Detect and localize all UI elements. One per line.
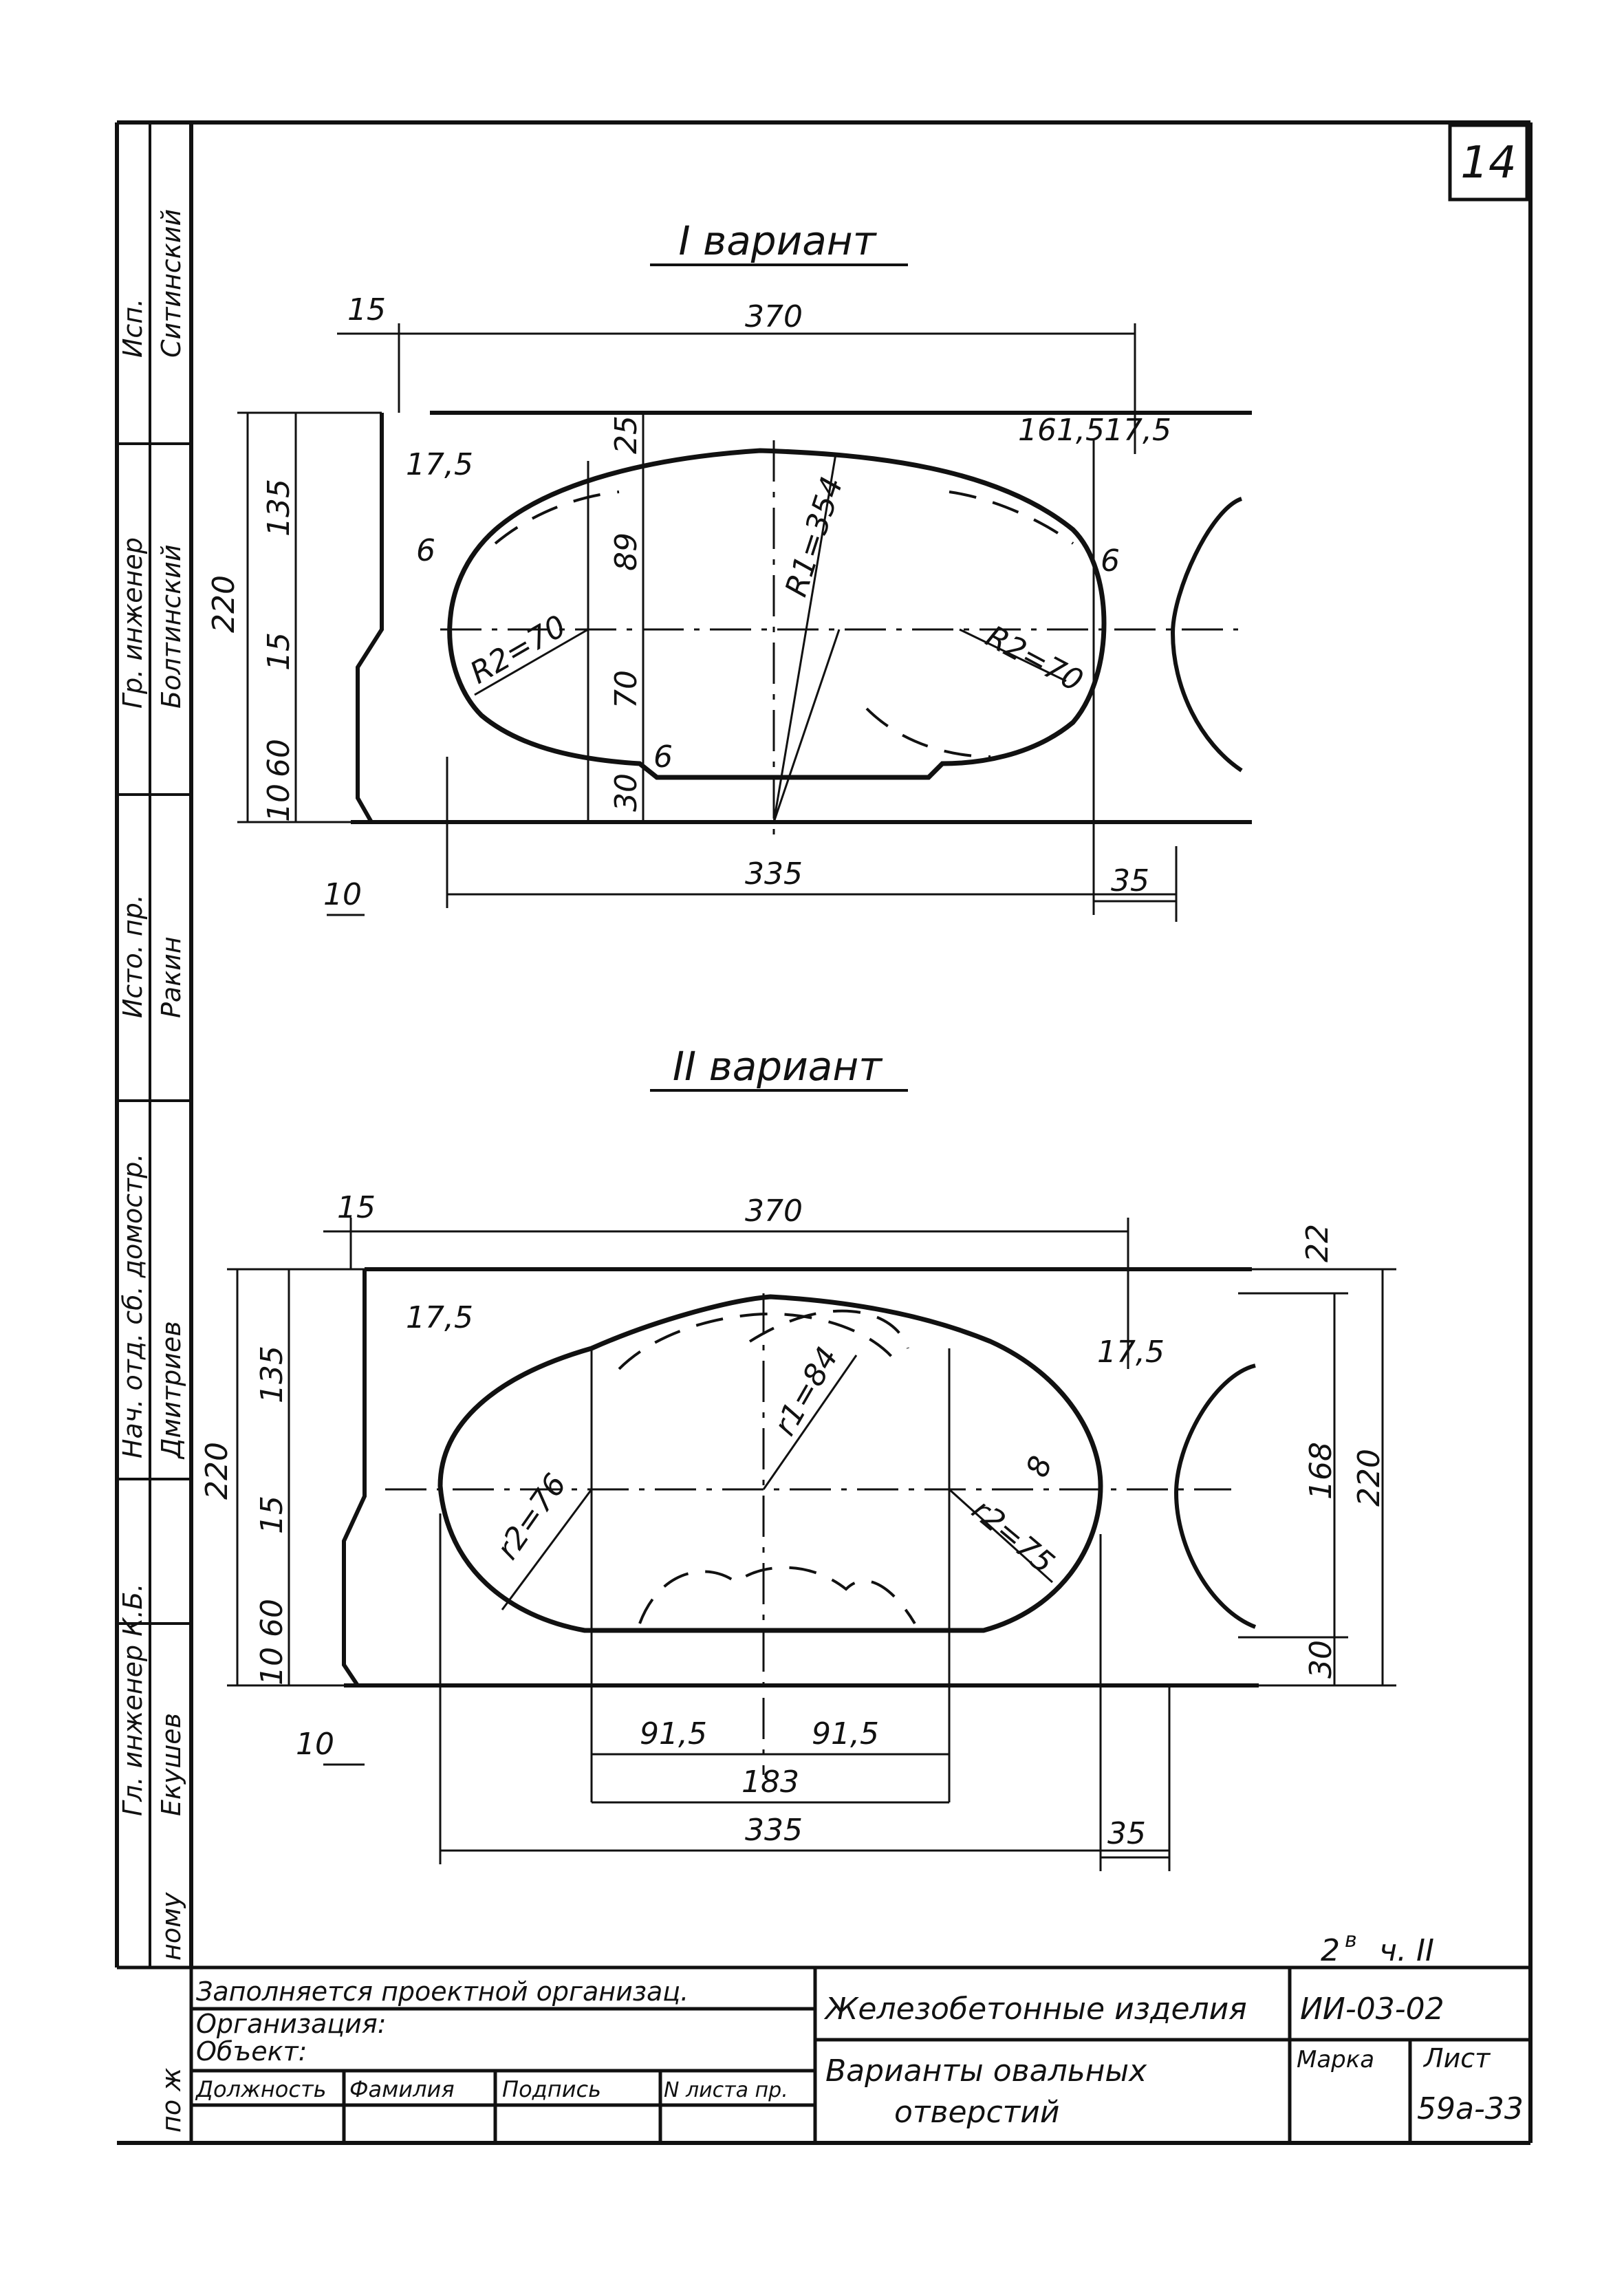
tb-organization: Организация: — [196, 2009, 387, 2039]
stamp-col3-name: Болтинский — [156, 544, 186, 709]
variant-2-drawing: II вариант — [199, 1043, 1396, 1871]
v2-dim-right-168: 168 — [1303, 1442, 1339, 1500]
v1-dim-left-60: 60 — [261, 739, 296, 777]
v1-dim-chamfer-right: 6 — [1101, 543, 1120, 579]
tb-drawing-title-2: отверстий — [894, 2095, 1060, 2130]
variant-1-hidden-arcs — [494, 490, 1074, 758]
page-number-box: 14 — [1448, 123, 1529, 202]
v1-dim-inner-70: 70 — [609, 670, 644, 709]
variant-2-dimension-labels: 15 370 22 17,5 17,5 r1=84 r2=76 r2=75 8 … — [199, 1190, 1387, 1851]
stamp-col3-role: Гр. инженер — [118, 537, 148, 709]
stamp-col1-role: Гл. инженер К.Б. — [118, 1584, 148, 1816]
v1-dim-left-15: 15 — [261, 632, 296, 671]
v2-dim-bottom-91b: 91,5 — [812, 1716, 879, 1751]
v1-dim-left-10: 10 — [261, 784, 296, 822]
variant-2-panel-outline — [342, 1267, 1259, 1688]
v1-dim-inner-25: 25 — [609, 416, 644, 454]
tb-drawing-title-1: Варианты овальных — [825, 2053, 1147, 2089]
v2-dim-r-right: r2=75 — [965, 1492, 1061, 1580]
tb-col-signature: Подпись — [502, 2076, 601, 2102]
variant-1-dimension-lines — [237, 323, 1178, 922]
v2-dim-left-15: 15 — [255, 1496, 290, 1534]
sheet-of-superscript: в — [1345, 1928, 1357, 1952]
variant-2-oval-opening — [437, 1294, 1103, 1633]
tb-col-sheet-no: N листа пр. — [664, 2078, 788, 2102]
variant-2-dimension-lines — [227, 1218, 1396, 1871]
stamp-col5-name: Ракин — [156, 936, 186, 1018]
tb-product-type: Железобетонные изделия — [823, 1992, 1247, 2027]
tb-filled-by: Заполняется проектной организац. — [196, 1976, 689, 2007]
v2-dim-right-22: 22 — [1300, 1224, 1335, 1262]
variant-1-dimension-labels: 15 370 161,5 17,5 17,5 25 89 70 30 R1=35… — [206, 292, 1171, 912]
v2-dim-bottom-91a: 91,5 — [640, 1716, 707, 1751]
variant-2-centre-lines — [385, 1293, 1231, 1775]
variant-1-title: I вариант — [678, 217, 877, 264]
v2-dim-top-total: 370 — [745, 1194, 803, 1229]
tb-col-surname: Фамилия — [349, 2076, 455, 2102]
title-block: 2 в ч. II Заполняется проектной организа… — [117, 1928, 1530, 2143]
page-number: 14 — [1460, 138, 1516, 188]
tb-sheet-number: 59а-33 — [1417, 2091, 1524, 2126]
stamp-col1-name: Екушев — [156, 1713, 186, 1816]
stamp-col4-name: Ситинский — [156, 209, 186, 358]
v1-dim-inner-30: 30 — [609, 773, 644, 812]
v2-dim-left-10: 10 — [255, 1647, 290, 1685]
variant-1-drawing: I вариант — [206, 217, 1252, 922]
side-stamp — [117, 122, 191, 1967]
v2-dim-left-60: 60 — [255, 1599, 290, 1637]
part-number: ч. II — [1379, 1933, 1434, 1968]
v1-dim-top-right-b: 17,5 — [1104, 413, 1171, 448]
v2-dim-bottom-10: 10 — [296, 1727, 334, 1762]
side-stamp-text: Исп. Ситинский Гр. инженер Болтинский Ис… — [118, 209, 186, 2133]
variant-1-neighbour-arc — [1170, 497, 1243, 773]
stamp-bottom-label-2: по ж — [156, 2068, 186, 2133]
v1-dim-inner-17-5: 17,5 — [406, 447, 473, 482]
v1-dim-left-total: 220 — [206, 575, 241, 633]
v1-dim-bottom-10: 10 — [323, 877, 362, 912]
v1-dim-bottom-35: 35 — [1111, 863, 1149, 898]
v2-dim-top-small: 15 — [337, 1190, 376, 1225]
tb-sheet-label: Лист — [1422, 2043, 1491, 2073]
stamp-col2-name: Дмитриев — [156, 1321, 186, 1460]
tb-mark-code: ИИ-03-02 — [1300, 1992, 1444, 2027]
v2-dim-r-left: r2=76 — [490, 1467, 573, 1566]
tb-mark-label: Марка — [1297, 2046, 1374, 2073]
v1-dim-top-small: 15 — [347, 292, 386, 327]
v2-dim-r-small: 8 — [1019, 1452, 1059, 1482]
v2-dim-right-220: 220 — [1352, 1449, 1387, 1507]
v1-dim-r-big: R1=354 — [779, 473, 850, 601]
variant-2-title: II вариант — [673, 1043, 883, 1090]
v2-dim-bottom-183: 183 — [741, 1765, 799, 1800]
stamp-col5-role: Исто. пр. — [118, 894, 148, 1018]
v1-dim-r-left: R2=70 — [464, 609, 572, 691]
v1-dim-chamfer-left: 6 — [416, 533, 435, 568]
v1-dim-r-right: R2=70 — [980, 619, 1089, 699]
stamp-bottom-label-1: ному — [156, 1892, 186, 1961]
title-block-grid — [117, 1965, 1530, 2143]
tb-col-position: Должность — [195, 2076, 326, 2102]
variant-1-panel-outline — [351, 411, 1252, 824]
v1-dim-chamfer-bottom: 6 — [653, 740, 673, 775]
sheet-of-number: 2 — [1321, 1933, 1340, 1968]
variant-2-hidden-arcs — [618, 1309, 916, 1625]
v1-dim-top-total: 370 — [745, 299, 803, 334]
tb-object: Объект: — [196, 2036, 307, 2067]
v1-dim-top-right-a: 161,5 — [1018, 413, 1105, 448]
v1-dim-inner-89: 89 — [609, 532, 644, 571]
variant-2-neighbour-arc — [1173, 1363, 1257, 1629]
stamp-col4-role: Исп. — [118, 299, 148, 358]
v2-dim-left-135: 135 — [255, 1346, 290, 1403]
v2-dim-inner-17-5-right: 17,5 — [1097, 1335, 1165, 1370]
v2-dim-right-30: 30 — [1303, 1640, 1339, 1679]
v1-dim-bottom-335: 335 — [745, 856, 803, 892]
v1-dim-left-135: 135 — [261, 479, 296, 537]
drawing-frame — [115, 120, 1533, 2145]
stamp-col2-role: Нач. отд. сб. домостр. — [118, 1154, 148, 1458]
v2-dim-bottom-335: 335 — [745, 1813, 803, 1848]
v2-dim-bottom-35: 35 — [1107, 1816, 1146, 1851]
v2-dim-left-total: 220 — [199, 1442, 235, 1500]
v2-dim-inner-17-5-left: 17,5 — [406, 1300, 473, 1335]
